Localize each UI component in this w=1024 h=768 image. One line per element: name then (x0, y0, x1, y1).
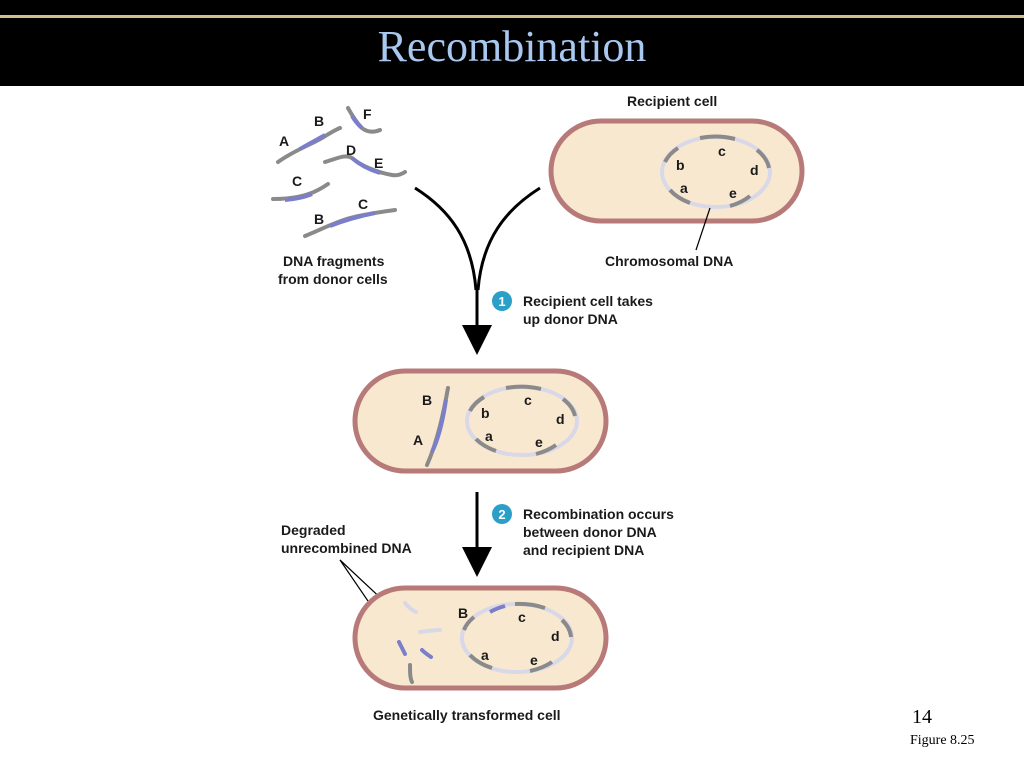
step-1-number: 1 (498, 294, 505, 309)
gene-label-B: B (314, 113, 324, 129)
transformed-cell-label: Genetically transformed cell (373, 707, 561, 723)
step-2-text-line3: and recipient DNA (523, 542, 644, 558)
gene-label-e: e (729, 185, 737, 201)
gene-label-d: d (750, 162, 759, 178)
cell2-gene-A: A (413, 432, 423, 448)
donor-fragments-label-line2: from donor cells (278, 271, 388, 287)
gene-label-E: E (374, 155, 383, 171)
recombination-diagram: A B C D E F B C DNA fragments from donor… (271, 93, 805, 723)
gene-label-A: A (279, 133, 289, 149)
cell3-gene-d: d (551, 628, 560, 644)
cell2-gene-B: B (422, 392, 432, 408)
step-2-text-line1: Recombination occurs (523, 506, 674, 522)
slide-title: Recombination (377, 22, 647, 71)
chromosomal-dna-label: Chromosomal DNA (605, 253, 733, 269)
cell2-gene-c: c (524, 392, 532, 408)
cell3-gene-a: a (481, 647, 489, 663)
figure-reference: Figure 8.25 (910, 733, 975, 748)
recipient-cell-label: Recipient cell (627, 93, 717, 109)
cell-with-donor-dna: B A b c d a e (352, 368, 609, 474)
cell2-gene-b: b (481, 405, 490, 421)
step-2: 2 Recombination occurs between donor DNA… (492, 504, 674, 558)
cell3-gene-c: c (518, 609, 526, 625)
degraded-dna-label-line1: Degraded (281, 522, 346, 538)
chromosomal-dna-pointer (695, 207, 711, 251)
gene-label-B2: B (314, 211, 324, 227)
step-1-badge (492, 291, 512, 311)
step-2-badge (492, 504, 512, 524)
title-bar-rule (0, 15, 1024, 18)
transformed-cell: B c d a e (352, 585, 609, 691)
cell2-gene-e: e (535, 434, 543, 450)
gene-label-c: c (718, 143, 726, 159)
step-1: 1 Recipient cell takes up donor DNA (492, 291, 653, 327)
gene-label-C: C (292, 173, 302, 189)
recipient-cell: b c d a e (548, 118, 805, 224)
degraded-dna-label-line2: unrecombined DNA (281, 540, 412, 556)
gene-label-b: b (676, 157, 685, 173)
step-2-text-line2: between donor DNA (523, 524, 657, 540)
gene-label-a: a (680, 180, 688, 196)
cell2-gene-a: a (485, 428, 493, 444)
gene-label-C2: C (358, 196, 368, 212)
cell2-gene-d: d (556, 411, 565, 427)
step-1-text-line1: Recipient cell takes (523, 293, 653, 309)
gene-label-D: D (346, 142, 356, 158)
converging-arrow (414, 186, 541, 355)
donor-dna-fragments: A B C D E F B C (271, 106, 407, 238)
title-bar (0, 0, 1024, 86)
gene-label-F: F (363, 106, 372, 122)
cell3-gene-e: e (530, 652, 538, 668)
cell3-gene-B: B (458, 605, 468, 621)
page-number: 14 (912, 706, 932, 728)
donor-fragments-label-line1: DNA fragments (283, 253, 385, 269)
step-2-number: 2 (498, 507, 505, 522)
step-1-text-line2: up donor DNA (523, 311, 618, 327)
